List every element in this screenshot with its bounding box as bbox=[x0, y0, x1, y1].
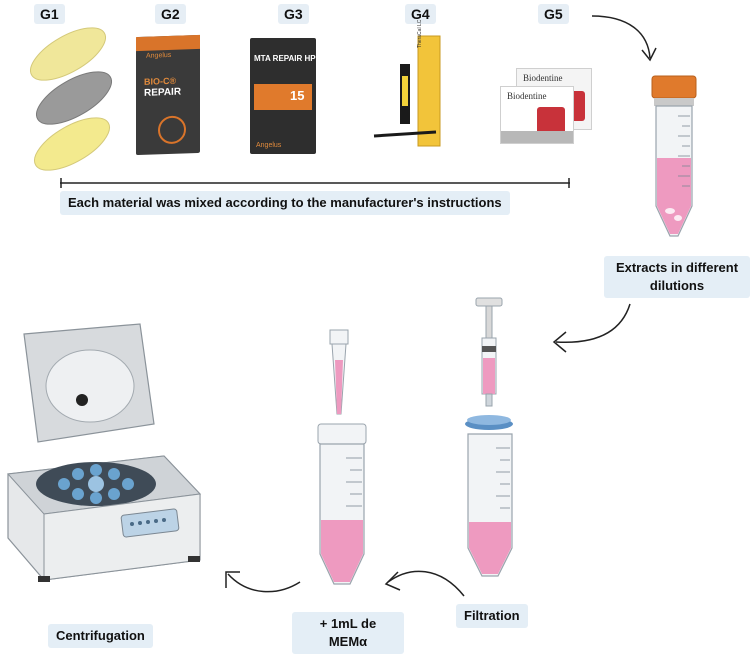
g3-brand: Angelus bbox=[256, 142, 282, 149]
arrow-to-centrifuge bbox=[225, 571, 301, 593]
g3-product-box: MTA REPAIR HP 15 Angelus bbox=[250, 38, 316, 154]
extract-tube bbox=[651, 75, 697, 237]
g4-syringe bbox=[373, 35, 441, 147]
g2-name-line2: REPAIR bbox=[144, 86, 182, 99]
g5-name-front: Biodentine bbox=[507, 91, 547, 101]
filtration-caption: Filtration bbox=[456, 604, 528, 628]
g4-name: TheraCal LC bbox=[417, 19, 423, 48]
mixing-caption: Each material was mixed according to the… bbox=[60, 191, 510, 215]
arrow-to-tube bbox=[591, 15, 657, 62]
centrifuge bbox=[6, 323, 202, 582]
g3-name: MTA REPAIR HP bbox=[254, 54, 316, 63]
group-label-g5: G5 bbox=[538, 4, 569, 24]
g2-name-line1: BIO-C® bbox=[144, 75, 177, 87]
group-label-g3: G3 bbox=[278, 4, 309, 24]
extracts-caption: Extracts in different dilutions bbox=[604, 256, 750, 298]
arrow-to-medium-tube bbox=[384, 570, 465, 597]
filtration-tube bbox=[467, 433, 513, 577]
g5-product-box-front: Biodentine bbox=[500, 86, 574, 144]
g2-brand-text: Angelus bbox=[146, 51, 172, 60]
filtration-syringe bbox=[465, 297, 513, 430]
g3-number: 15 bbox=[290, 88, 305, 103]
group-label-g4: G4 bbox=[405, 4, 436, 24]
medium-tube bbox=[317, 423, 367, 585]
arrow-to-syringe bbox=[552, 303, 631, 353]
g5-name-back: Biodentine bbox=[523, 73, 563, 83]
g2-product-box: Angelus BIO-C® REPAIR bbox=[136, 34, 200, 156]
group-label-g2: G2 bbox=[155, 4, 186, 24]
group-label-g1: G1 bbox=[34, 4, 65, 24]
medium-caption: + 1mL de MEMα bbox=[292, 612, 404, 654]
centrifugation-caption: Centrifugation bbox=[48, 624, 153, 648]
g1-material-discs bbox=[30, 27, 112, 171]
materials-bracket bbox=[60, 178, 570, 188]
pipette-tip bbox=[329, 329, 349, 415]
